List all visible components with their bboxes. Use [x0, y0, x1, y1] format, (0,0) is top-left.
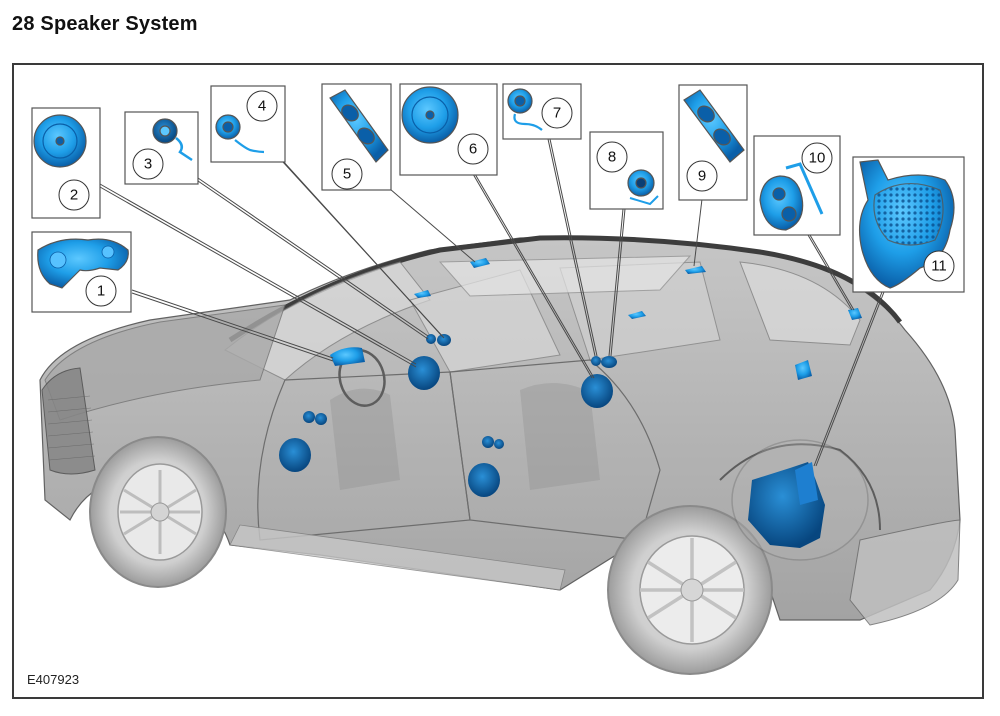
roof-rail [228, 235, 903, 343]
leader-line-8 [608, 208, 624, 357]
callout-label-7: 7 [553, 105, 561, 122]
leader-line-5 [389, 188, 476, 263]
vehicle-body [39, 235, 961, 626]
rear-wheel [607, 505, 773, 675]
callout-box-11 [852, 156, 965, 293]
installed-speaker-4 [437, 334, 451, 346]
rear-door-outline [449, 359, 661, 541]
installed-speaker-3 [426, 334, 436, 344]
callout-label-10: 10 [809, 150, 826, 167]
installed-speaker-7 [591, 356, 601, 366]
callout-box-9 [678, 84, 748, 201]
leader-lines [99, 138, 885, 467]
leader-line-2 [99, 183, 417, 365]
installed-speakers [279, 258, 862, 548]
callout-label-3: 3 [144, 156, 152, 173]
leader-line-9 [693, 198, 703, 267]
callout-label-1: 1 [97, 283, 105, 300]
callout-label-2: 2 [70, 187, 78, 204]
leader-line-10 [807, 234, 853, 311]
front-door-lower-tweeter [303, 411, 315, 423]
callout-boxes [31, 83, 965, 313]
figure-reference: E407923 [27, 672, 80, 687]
callout-box-5 [321, 83, 392, 191]
rear-bumper [849, 519, 961, 626]
installed-speaker-1 [330, 347, 365, 366]
installed-speaker-9 [685, 266, 706, 274]
callout-box-10 [753, 135, 841, 236]
callout-label-4: 4 [258, 98, 266, 115]
callout-box-2 [31, 107, 101, 219]
sunroof [438, 255, 692, 297]
installed-speaker-8 [601, 356, 617, 368]
page-title: 28 Speaker System [12, 13, 198, 35]
leader-line-3 [197, 177, 429, 337]
callout-label-6: 6 [469, 141, 477, 158]
quarter-window [739, 261, 861, 346]
installed-speaker-10 [848, 308, 862, 320]
front-door-lower-woofer [279, 438, 311, 472]
rear-door-lower-woofer [468, 463, 500, 497]
callout-box-7 [502, 83, 582, 140]
callout-box-3 [124, 111, 199, 185]
leader-line-1 [131, 289, 334, 359]
front-wheel [89, 436, 227, 588]
callout-box-1 [31, 231, 132, 313]
leader-line-6 [472, 173, 593, 379]
installed-speaker-6 [581, 374, 613, 408]
hood [44, 304, 286, 421]
leader-line-7 [547, 138, 596, 357]
rear-door-lower-tweeter [482, 436, 494, 448]
callout-label-8: 8 [608, 149, 616, 166]
callout-numbers: 1 2 3 4 5 6 7 8 9 10 11 [70, 98, 947, 300]
callout-label-11: 11 [931, 258, 947, 275]
callout-label-9: 9 [698, 168, 706, 185]
installed-speaker-2 [408, 356, 440, 390]
installed-speaker-5 [470, 258, 490, 268]
callout-box-6 [399, 83, 498, 176]
callout-label-5: 5 [343, 166, 351, 183]
leader-line-11 [813, 291, 883, 467]
callout-box-8 [589, 131, 664, 210]
callout-box-4 [210, 85, 286, 163]
rocker-panel [229, 524, 566, 591]
